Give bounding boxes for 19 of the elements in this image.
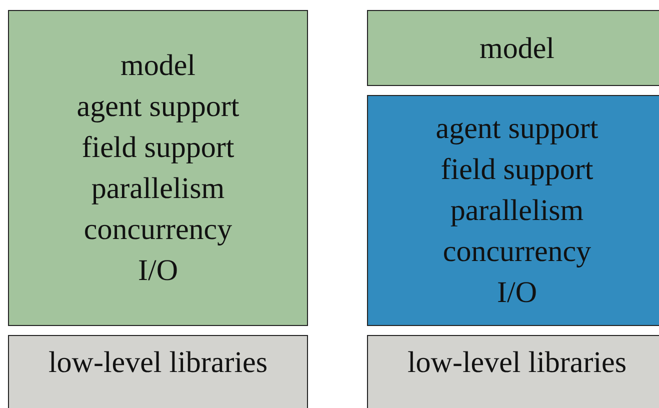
layer-label: concurrency	[442, 234, 592, 270]
layer-label: concurrency	[84, 212, 232, 248]
layer-label: model	[480, 30, 554, 66]
layer-box	[367, 335, 659, 408]
layer-label: parallelism	[450, 193, 584, 229]
layer-box	[367, 95, 659, 326]
layer-box	[367, 10, 659, 86]
layer-label: model	[120, 48, 196, 84]
layer-label: I/O	[497, 275, 537, 311]
layer-label: agent support	[436, 111, 598, 147]
layer-label: field support	[82, 130, 234, 166]
layer-box	[8, 335, 308, 408]
layer-label: field support	[440, 152, 594, 188]
layer-label: parallelism	[91, 171, 225, 207]
layer-label: agent support	[76, 89, 240, 125]
layer-label: low-level libraries	[48, 345, 268, 381]
layer-box	[8, 10, 308, 326]
layer-label: I/O	[138, 253, 178, 289]
layer-label: low-level libraries	[407, 345, 627, 381]
